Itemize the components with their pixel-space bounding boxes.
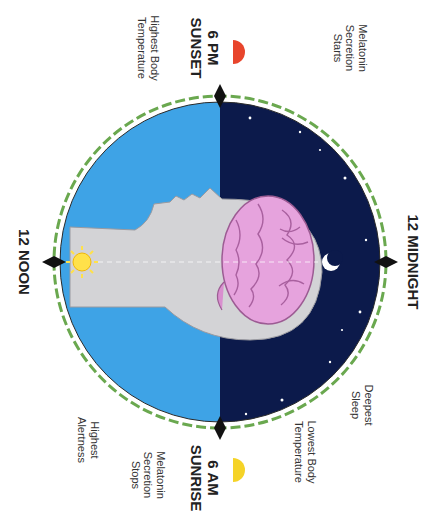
sunrise-sun [233,458,245,482]
event-label: Highest Body Temperature [135,9,160,87]
event-label: Highest Alertness [75,412,100,468]
time-label: 12 NOON [15,212,32,312]
clock-face [42,84,398,440]
event-label: Melatonin Secretion Starts [331,19,369,77]
moon-shadow [327,250,343,266]
event-label: Lowest Body Temperature [292,413,317,491]
compass-diamonds [42,84,398,440]
head-silhouette [70,188,322,340]
time-label: 6 AM SUNRISE [188,437,223,519]
event-label: Melatonin Secretion Stops [129,446,167,504]
time-label: 12 MIDNIGHT [404,192,421,332]
time-label: 6 PM SUNSET [188,8,223,88]
brain [222,196,314,324]
brain-folds [234,204,308,307]
horizon-line [98,261,318,262]
face-outline [60,102,380,422]
stars [245,117,367,416]
event-label: Deepest Sleep [349,379,374,431]
sunset-sun [233,40,245,64]
cerebellum [217,282,224,310]
sun [66,246,98,278]
dashed-ring [54,96,386,428]
